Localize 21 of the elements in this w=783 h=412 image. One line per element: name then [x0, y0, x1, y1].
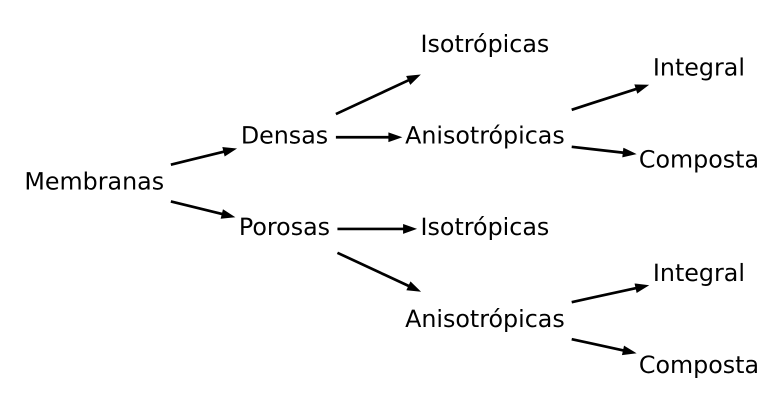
- arrow: [170, 147, 238, 166]
- arrow: [571, 283, 650, 304]
- node-text: Integral: [652, 54, 745, 82]
- node-text: Isotrópicas: [420, 213, 550, 242]
- node-text: Isotrópicas: [420, 30, 550, 58]
- node-text: Anisotrópicas: [405, 304, 565, 333]
- arrow: [336, 252, 422, 292]
- arrow: [336, 132, 402, 142]
- node-text: Anisotrópicas: [405, 121, 565, 150]
- arrow: [170, 200, 236, 219]
- node-text: Composta: [638, 350, 760, 379]
- node-text: Membranas: [24, 167, 164, 196]
- arrow: [571, 338, 637, 356]
- arrow: [335, 74, 421, 116]
- node-text: Integral: [652, 259, 745, 288]
- arrow: [572, 145, 637, 158]
- node-text: Porosas: [238, 213, 330, 242]
- arrow: [571, 84, 650, 112]
- node-text: Composta: [638, 145, 760, 174]
- arrow: [337, 224, 418, 234]
- node-text: Densas: [240, 121, 328, 150]
